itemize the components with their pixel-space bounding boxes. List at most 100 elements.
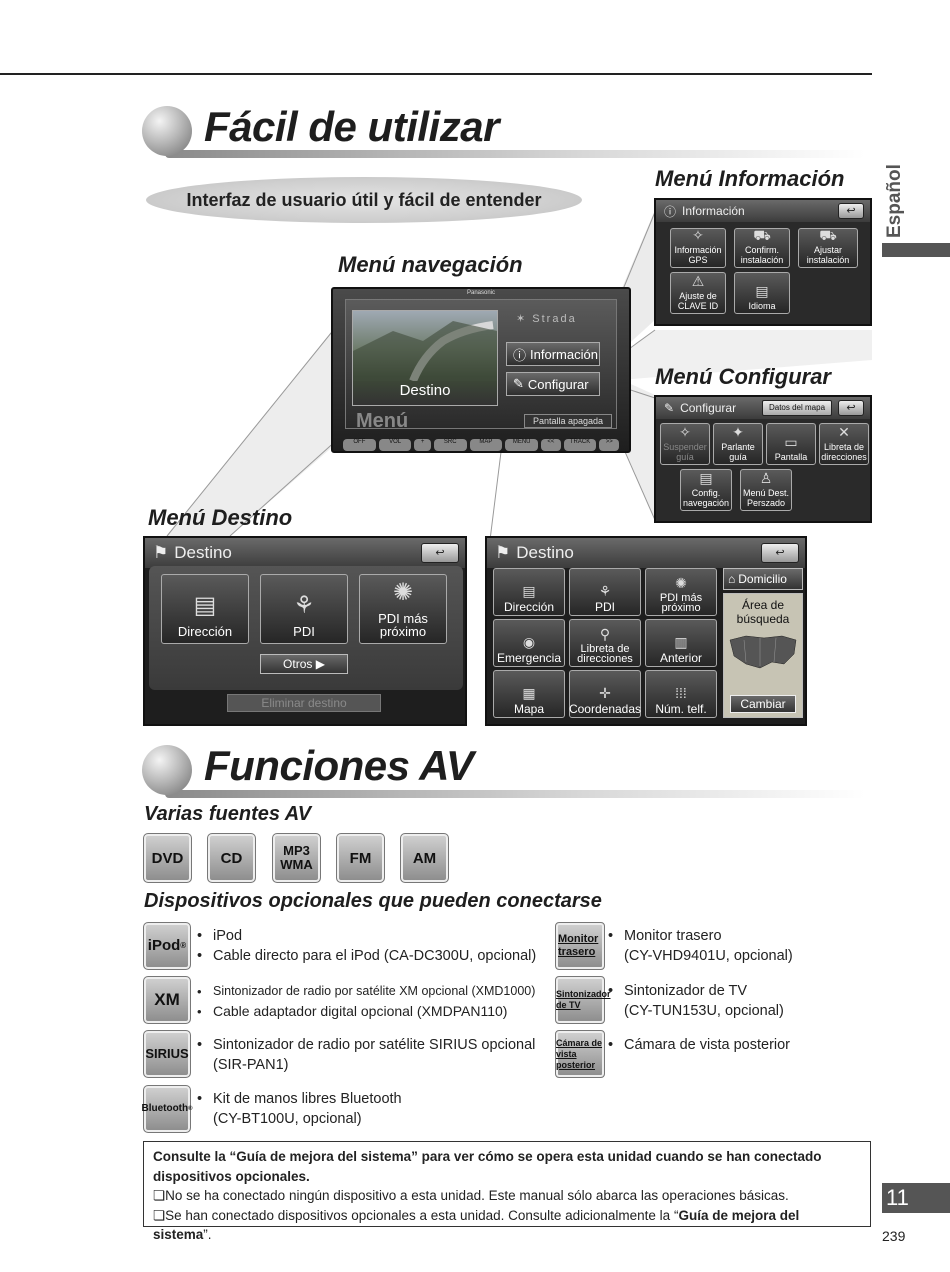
tile-ajuste-clave-id[interactable]: ⚠Ajuste de CLAVE ID — [670, 272, 726, 314]
source-label: MP3 WMA — [280, 843, 313, 872]
device-icon-label: SIRIUS — [145, 1046, 189, 1061]
tile-label: Dirección — [503, 600, 554, 614]
tile-label: Libreta de direcciones — [821, 442, 867, 462]
configurar-button[interactable]: ✎Configurar — [506, 372, 600, 396]
bluetooth-bullets: •Kit de manos libres Bluetooth (CY-BT100… — [197, 1090, 402, 1129]
menu-dest2-header: ⚑ Destino — [487, 538, 805, 568]
otros-label: Otros — [283, 657, 313, 671]
destino-tile[interactable]: Destino — [352, 310, 498, 406]
flag-icon: ⚑ — [495, 543, 511, 562]
map-button[interactable]: MAP — [469, 439, 503, 451]
crosshair-icon: ✛ — [599, 685, 611, 701]
road-photo-icon — [353, 321, 497, 383]
tile-pdi[interactable]: ⚘PDI — [569, 568, 641, 616]
menu-conf-label: Menú Configurar — [655, 364, 831, 389]
tile-direccion[interactable]: ▤Dirección — [493, 568, 565, 616]
section1-ball-icon — [142, 106, 192, 156]
info-icon: ⓘ — [664, 204, 677, 219]
note-line-1: ❏No se ha conectado ningún dispositivo a… — [153, 1186, 861, 1206]
pantalla-apagada-button[interactable]: Pantalla apagada — [524, 414, 612, 428]
monitor-trasero-icon: Monitor trasero — [555, 922, 605, 970]
tile-ajustar-instalacion[interactable]: ⛟Ajustar instalación — [798, 227, 858, 268]
tile-suspender-guia[interactable]: ✧ Suspender guía — [660, 423, 710, 465]
menu-info-label: Menú Información — [655, 166, 845, 191]
note-heading: Consulte la “Guía de mejora del sistema”… — [153, 1149, 822, 1184]
tile-pdi[interactable]: ⚘PDI — [260, 574, 348, 644]
tile-confirm-instalacion[interactable]: ⛟Confirm. instalación — [734, 227, 790, 268]
menu-dest-title: Destino — [174, 543, 232, 562]
tile-mapa[interactable]: ▦Mapa — [493, 670, 565, 718]
bullet-text: (CY-TUN153U, opcional) — [624, 1002, 784, 1019]
tile-idioma[interactable]: ▤Idioma — [734, 272, 790, 314]
us-map-icon — [729, 635, 797, 669]
source-am: AM — [400, 833, 449, 883]
back-icon[interactable]: ↩ — [421, 543, 459, 563]
ipod-icon: iPod® — [143, 922, 191, 970]
sirius-icon: SIRIUS — [143, 1030, 191, 1078]
track-button[interactable]: TRACK — [563, 439, 597, 451]
tile-label: Suspender guía — [663, 442, 707, 462]
nearby-poi-icon: ✺ — [675, 575, 687, 591]
tile-coordenadas[interactable]: ✛Coordenadas — [569, 670, 641, 718]
tile-label: Parlante guía — [721, 442, 755, 462]
tile-pdi-mas-proximo[interactable]: ✺PDI más próximo — [359, 574, 447, 644]
back-icon[interactable]: ↩ — [838, 203, 864, 219]
section2-ball-icon — [142, 745, 192, 795]
av-sources-heading: Varias fuentes AV — [144, 803, 312, 825]
tile-num-telf[interactable]: ⁞⁞⁞Núm. telf. — [645, 670, 717, 718]
menu-info-title: Información — [682, 204, 745, 218]
eliminar-destino-button[interactable]: Eliminar destino — [227, 694, 381, 712]
cambiar-button[interactable]: Cambiar — [730, 695, 796, 713]
menu-info-screen: ⓘ Información ↩ ✧Información GPS ⛟Confir… — [654, 198, 872, 326]
bullet-text: Sintonizador de radio por satélite SIRIU… — [213, 1037, 536, 1053]
domicilio-button[interactable]: ⌂Domicilio — [723, 568, 803, 590]
tile-label: PDI más próximo — [378, 611, 428, 639]
prev-button[interactable]: << — [541, 439, 561, 451]
bullet-text: Sintonizador de TV — [624, 983, 748, 999]
menu-dest2-title: Destino — [516, 543, 574, 562]
tile-direccion[interactable]: ▤Dirección — [161, 574, 249, 644]
map-icon: ▦ — [522, 685, 536, 701]
tile-parlante-guia[interactable]: ✦ Parlante guía — [713, 423, 763, 465]
menu-button[interactable]: MENU — [505, 439, 539, 451]
src-button[interactable]: SRC — [433, 439, 467, 451]
vol-button[interactable]: VOL — [378, 439, 412, 451]
plus-button[interactable]: + — [414, 439, 431, 451]
back-icon[interactable]: ↩ — [761, 543, 799, 563]
tile-menu-dest-perszado[interactable]: ♙Menú Dest. Perszado — [740, 469, 792, 511]
suspend-guide-icon: ✧ — [679, 424, 691, 440]
tile-emergencia[interactable]: ◉Emergencia — [493, 619, 565, 667]
tile-pantalla[interactable]: ▭Pantalla — [766, 423, 816, 465]
tile-libreta-direcciones[interactable]: ⚲Libreta de direcciones — [569, 619, 641, 667]
tile-informacion-gps[interactable]: ✧Información GPS — [670, 227, 726, 268]
next-button[interactable]: >> — [599, 439, 620, 451]
tile-config-navegacion[interactable]: ▤Config. navegación — [680, 469, 732, 511]
tile-label: PDI — [594, 600, 615, 614]
brand-logo: Panasonic — [466, 290, 496, 296]
bullet-text: Monitor trasero — [624, 928, 722, 944]
otros-button[interactable]: Otros ▶ — [260, 654, 348, 674]
informacion-label: Información — [530, 346, 598, 362]
xm-icon: XM — [143, 976, 191, 1024]
back-icon[interactable]: ↩ — [838, 400, 864, 416]
strada-text: Strada — [532, 313, 577, 325]
tile-label: Núm. telf. — [655, 702, 707, 716]
poi-icon: ⚘ — [598, 583, 612, 599]
menu-dest-screen: ⚑ Destino ↩ ▤Dirección ⚘PDI ✺PDI más pró… — [143, 536, 467, 726]
tile-libreta-direcciones[interactable]: ✕Libreta de direcciones — [819, 423, 869, 465]
menu-nav-label: Menú navegación — [338, 252, 523, 277]
off-button[interactable]: OFF — [343, 439, 376, 451]
speaker-icon: ✦ — [732, 424, 744, 440]
display-icon: ▭ — [784, 434, 798, 450]
device-icon-label: Sintonizador de TV — [556, 989, 611, 1010]
tile-pdi-mas-proximo[interactable]: ✺PDI más próximo — [645, 568, 717, 616]
strada-logo: ✶ Strada — [516, 313, 577, 325]
source-fm: FM — [336, 833, 385, 883]
checkbox-icon: ❏ — [153, 1188, 166, 1203]
datos-del-mapa-button[interactable]: Datos del mapa — [762, 400, 832, 416]
wrench-icon: ✎ — [513, 376, 524, 391]
menu-dest2-screen: ⚑ Destino ↩ ▤Dirección ⚘PDI ✺PDI más pró… — [485, 536, 807, 726]
tile-anterior[interactable]: ▥Anterior — [645, 619, 717, 667]
